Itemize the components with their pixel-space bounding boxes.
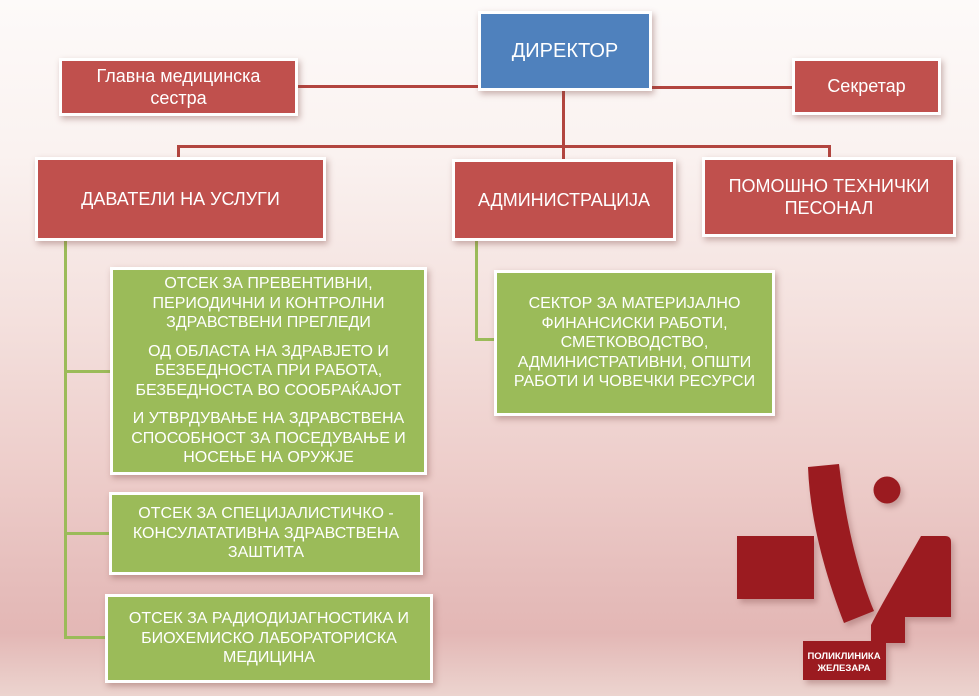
org-node-administration-unit-1: СЕКТОР ЗА МАТЕРИЈАЛНО ФИНАНСИСКИ РАБОТИ,… [494, 270, 775, 416]
connector-drop-administration [562, 148, 565, 164]
connector-providers-unit1 [67, 370, 112, 373]
provider-unit-1-paragraph: И УТВРДУВАЊЕ НА ЗДРАВСТВЕНА СПОСОБНОСТ З… [131, 410, 406, 467]
org-node-providers: ДАВАТЕЛИ НА УСЛУГИ [35, 157, 326, 241]
org-node-provider-unit-1: ОТСЕК ЗА ПРЕВЕНТИВНИ, ПЕРИОДИЧНИ И КОНТР… [110, 267, 427, 475]
provider-unit-3-paragraph: ОТСЕК ЗА РАДИОДИЈАГНОСТИКА И БИОХЕМИСКО … [128, 610, 410, 667]
logo-cross-top-crescent [808, 464, 874, 623]
administration-label: АДМИНИСТРАЦИЈА [477, 189, 651, 210]
provider-unit-1-paragraph: ОТСЕК ЗА ПРЕВЕНТИВНИ, ПЕРИОДИЧНИ И КОНТР… [152, 275, 385, 332]
logo-label-line1: ПОЛИКЛИНИКА [807, 651, 880, 662]
org-node-provider-unit-3: ОТСЕК ЗА РАДИОДИЈАГНОСТИКА И БИОХЕМИСКО … [105, 594, 433, 683]
polyclinic-zelezara-logo-icon: ПОЛИКЛИНИКА ЖЕЛЕЗАРА [737, 464, 951, 680]
providers-label: ДАВАТЕЛИ НА УСЛУГИ [81, 188, 280, 209]
logo-cross-right-piece [871, 536, 951, 643]
org-node-provider-unit-2: ОТСЕК ЗА СПЕЦИЈАЛИСТИЧКО - КОНСУЛАТАТИВН… [109, 492, 423, 575]
logo-label-plate [803, 641, 886, 680]
org-node-director: ДИРЕКТОР [478, 11, 652, 91]
head-nurse-label: Главна медицинска сестра [96, 65, 261, 109]
connector-director-headnurse [298, 85, 478, 88]
connector-director-secretary [652, 86, 792, 89]
secretary-label: Секретар [827, 76, 906, 97]
connector-drop-providers [177, 148, 180, 162]
provider-unit-2-paragraph: ОТСЕК ЗА СПЕЦИЈАЛИСТИЧКО - КОНСУЛАТАТИВН… [132, 505, 400, 562]
org-node-administration: АДМИНИСТРАЦИЈА [452, 159, 676, 241]
connector-administration-stem [475, 241, 478, 341]
connector-drop-support [828, 148, 831, 162]
logo-label-line2: ЖЕЛЕЗАРА [816, 663, 870, 674]
connector-director-stem [562, 91, 565, 148]
director-label: ДИРЕКТОР [511, 39, 619, 62]
provider-unit-1-paragraph: ОД ОБЛАСТА НА ЗДРАВЈЕТО И БЕЗБЕДНОСТА ПР… [135, 342, 402, 399]
support-label: ПОМОШНО ТЕХНИЧКИ ПЕСОНАЛ [728, 175, 930, 219]
org-node-support: ПОМОШНО ТЕХНИЧКИ ПЕСОНАЛ [702, 157, 956, 237]
org-node-secretary: Секретар [792, 58, 941, 115]
connector-providers-unit2 [67, 532, 111, 535]
logo-dot-icon [873, 476, 901, 504]
administration-unit-1-paragraph: СЕКТОР ЗА МАТЕРИЈАЛНО ФИНАНСИСКИ РАБОТИ,… [513, 295, 756, 391]
org-node-head-nurse: Главна медицинска сестра [59, 58, 298, 116]
connector-providers-unit3 [67, 636, 107, 639]
connector-providers-rail [64, 241, 67, 639]
connector-branches-rail [177, 145, 831, 148]
logo-cross-left-arm [737, 536, 814, 599]
connector-administration-unit1 [478, 338, 496, 341]
